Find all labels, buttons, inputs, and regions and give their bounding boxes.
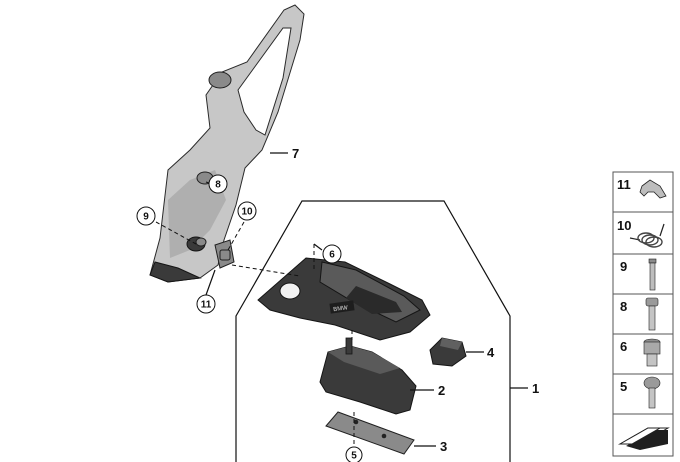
footpeg: BMW <box>257 257 431 341</box>
callout-circle-11: 11 <box>196 294 216 314</box>
arrow-icon <box>618 427 670 450</box>
collar-bolt-icon <box>643 338 661 367</box>
callout-circle-9: 9 <box>136 206 156 226</box>
callout-11: 11 <box>201 300 212 311</box>
sidebar-item-6[interactable] <box>612 333 674 375</box>
callout-circle-6: 6 <box>322 244 342 264</box>
rubber-pad <box>429 337 467 367</box>
circlip-icon <box>639 179 667 199</box>
callout-8: 8 <box>215 180 221 191</box>
assembly-frame <box>235 200 511 462</box>
sidebar-label-8: 8 <box>620 299 627 314</box>
parts-sidebar: 11 10 9 8 6 5 <box>612 171 674 457</box>
callout-10: 10 <box>241 207 253 218</box>
callout-4: 4 <box>487 345 495 360</box>
flange-bolt-icon <box>643 376 661 409</box>
callout-circle-10: 10 <box>237 201 257 221</box>
base-plate <box>325 411 415 455</box>
sidebar-label-10: 10 <box>617 218 631 233</box>
leader-6 <box>313 243 323 251</box>
align-line-9 <box>155 221 197 245</box>
sidebar-label-6: 6 <box>620 339 627 354</box>
sidebar-label-11: 11 <box>617 177 631 192</box>
bolt-9 <box>195 237 207 247</box>
leader-11 <box>205 269 216 296</box>
callout-2: 2 <box>438 383 445 398</box>
spring-10 <box>219 249 231 261</box>
align-line-11 <box>231 264 301 277</box>
callout-circle-5: 5 <box>345 446 363 462</box>
pin-icon <box>648 258 657 291</box>
callout-7: 7 <box>292 146 299 161</box>
callout-circle-8: 8 <box>208 174 228 194</box>
hex-bolt-icon <box>645 297 659 331</box>
damper-housing <box>319 337 417 415</box>
sidebar-item-9[interactable] <box>612 253 674 295</box>
torsion-spring-icon <box>629 223 665 248</box>
callout-6: 6 <box>329 250 335 261</box>
footrest-bracket <box>149 4 305 283</box>
callout-5: 5 <box>351 451 357 462</box>
callout-9: 9 <box>143 212 149 223</box>
sidebar-label-9: 9 <box>620 259 627 274</box>
callout-3: 3 <box>440 439 447 454</box>
callout-1: 1 <box>532 381 539 396</box>
sidebar-item-8[interactable] <box>612 293 674 335</box>
sidebar-label-5: 5 <box>620 379 627 394</box>
sidebar-item-5[interactable] <box>612 373 674 415</box>
footpeg-marking: BMW <box>333 305 349 313</box>
align-line-10 <box>227 221 245 251</box>
